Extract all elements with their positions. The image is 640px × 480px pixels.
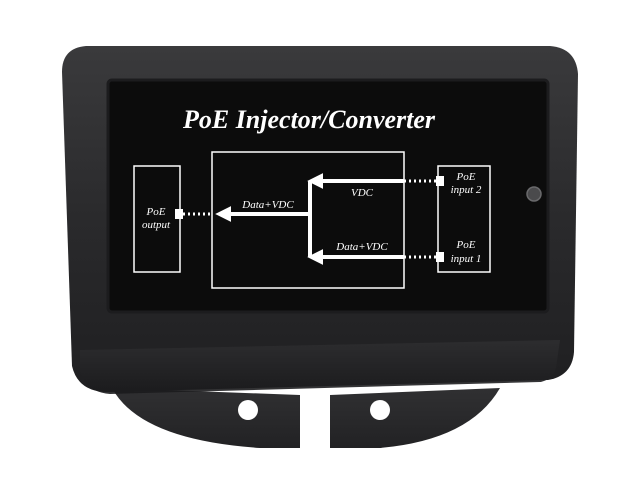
input-2-label-line1: PoE <box>456 171 476 183</box>
mounting-hole-icon <box>238 400 258 420</box>
input-2-connector <box>436 176 444 186</box>
panel-title: PoE Injector/Converter <box>182 105 436 134</box>
arrow-output-label: Data+VDC <box>241 199 294 211</box>
input-1-label-line1: PoE <box>456 239 476 251</box>
input-port-box <box>437 165 491 273</box>
input-1-connector <box>436 252 444 262</box>
enclosure-front-edge <box>80 340 560 394</box>
output-port-label-line2: output <box>142 219 171 231</box>
arrow-input1-label: Data+VDC <box>335 241 388 253</box>
output-port-connector <box>175 209 183 219</box>
status-led-icon <box>526 186 542 202</box>
arrow-vdc-label: VDC <box>351 187 374 199</box>
output-port-label-line1: PoE <box>146 206 166 218</box>
input-1-label-line2: input 1 <box>451 253 482 265</box>
mounting-flange <box>112 388 500 450</box>
input-2-label-line2: input 2 <box>451 184 482 196</box>
mounting-hole-icon <box>370 400 390 420</box>
converter-box <box>211 151 405 289</box>
